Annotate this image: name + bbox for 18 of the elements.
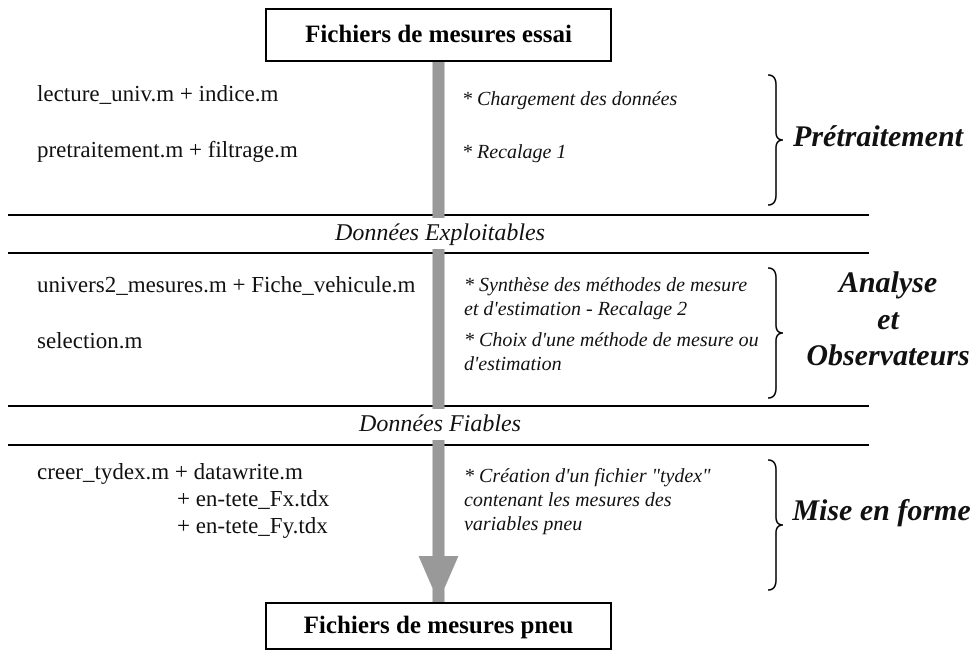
- phase-title: Analyse et Observateurs: [805, 265, 971, 374]
- file-name: creer_tydex.m + datawrite.m: [37, 458, 303, 486]
- file-name: + en-tete_Fy.tdx: [177, 512, 328, 540]
- flow-arrow: [418, 62, 458, 602]
- file-name: selection.m: [37, 327, 142, 355]
- file-name: + en-tete_Fx.tdx: [177, 485, 330, 513]
- file-name: lecture_univ.m + indice.m: [37, 80, 278, 108]
- phase-title: Mise en forme: [792, 493, 971, 529]
- file-name: univers2_mesures.m + Fiche_vehicule.m: [37, 271, 416, 299]
- step-note: * Création d'un fichier "tydex" contenant les mesures des variables pneu: [464, 464, 712, 536]
- step-note: * Chargement des données: [462, 87, 678, 111]
- step-note: * Choix d'une méthode de mesure ou d'estimation: [464, 328, 760, 376]
- file-name: pretraitement.m + filtrage.m: [37, 136, 298, 164]
- step-note: * Synthèse des méthodes de mesure et d'estimation - Recalage 2: [464, 273, 748, 321]
- step-note: * Recalage 1: [462, 140, 566, 164]
- file-box: Fichiers de mesures essai: [265, 8, 612, 62]
- phase-title: Prétraitement: [792, 119, 965, 155]
- file-box: Fichiers de mesures pneu: [265, 602, 612, 650]
